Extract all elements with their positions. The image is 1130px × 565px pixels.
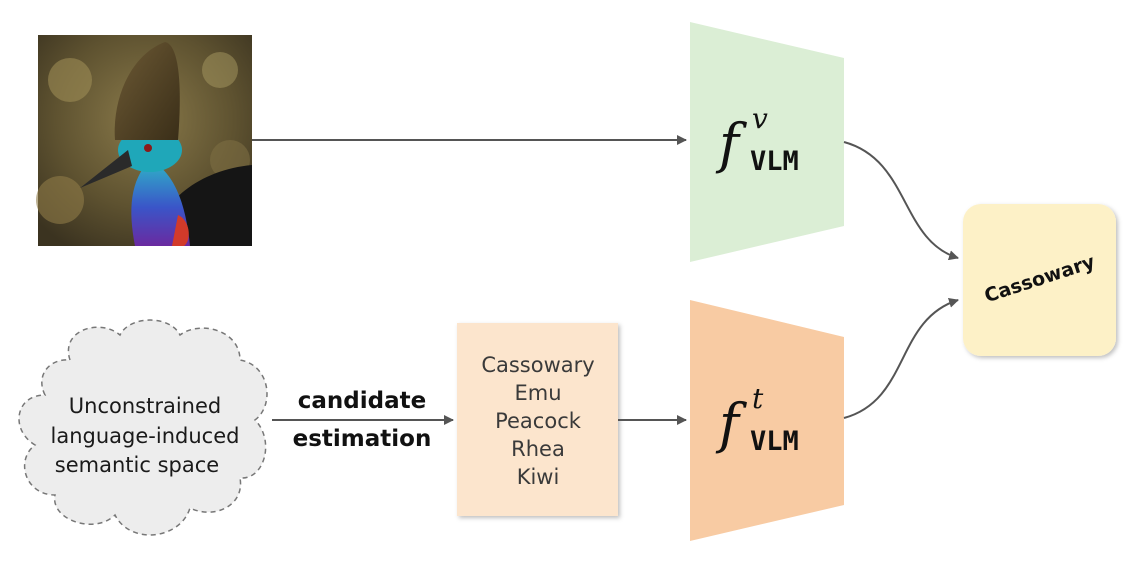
text-encoder: f t VLM [690, 300, 844, 541]
candidate-item: Kiwi [517, 465, 560, 489]
text-encoder-subscript: VLM [750, 426, 799, 457]
vision-encoder: f v VLM [690, 22, 844, 262]
text-encoder-superscript: t [752, 382, 764, 415]
text-to-output-arrow [843, 297, 959, 419]
candidate-estimation-line-1: candidate [298, 388, 426, 414]
vision-to-output-arrow [843, 141, 959, 261]
vision-encoder-subscript: VLM [750, 146, 799, 177]
candidate-item: Cassowary [481, 353, 594, 377]
cloud-line-1: Unconstrained [69, 394, 221, 418]
candidate-item: Peacock [495, 409, 582, 433]
candidate-list-box: Cassowary Emu Peacock Rhea Kiwi [457, 323, 618, 516]
cloud-line-2: language-induced [51, 424, 240, 448]
output-box: Cassowary [963, 204, 1116, 356]
semantic-space-cloud: Unconstrained language-induced semantic … [18, 319, 268, 536]
candidate-item: Rhea [511, 437, 565, 461]
vision-encoder-superscript: v [752, 102, 768, 135]
candidate-estimation-line-2: estimation [293, 426, 432, 452]
candidate-item: Emu [514, 381, 561, 405]
cloud-line-3: semantic space [55, 453, 219, 477]
cassowary-photo [36, 35, 252, 246]
